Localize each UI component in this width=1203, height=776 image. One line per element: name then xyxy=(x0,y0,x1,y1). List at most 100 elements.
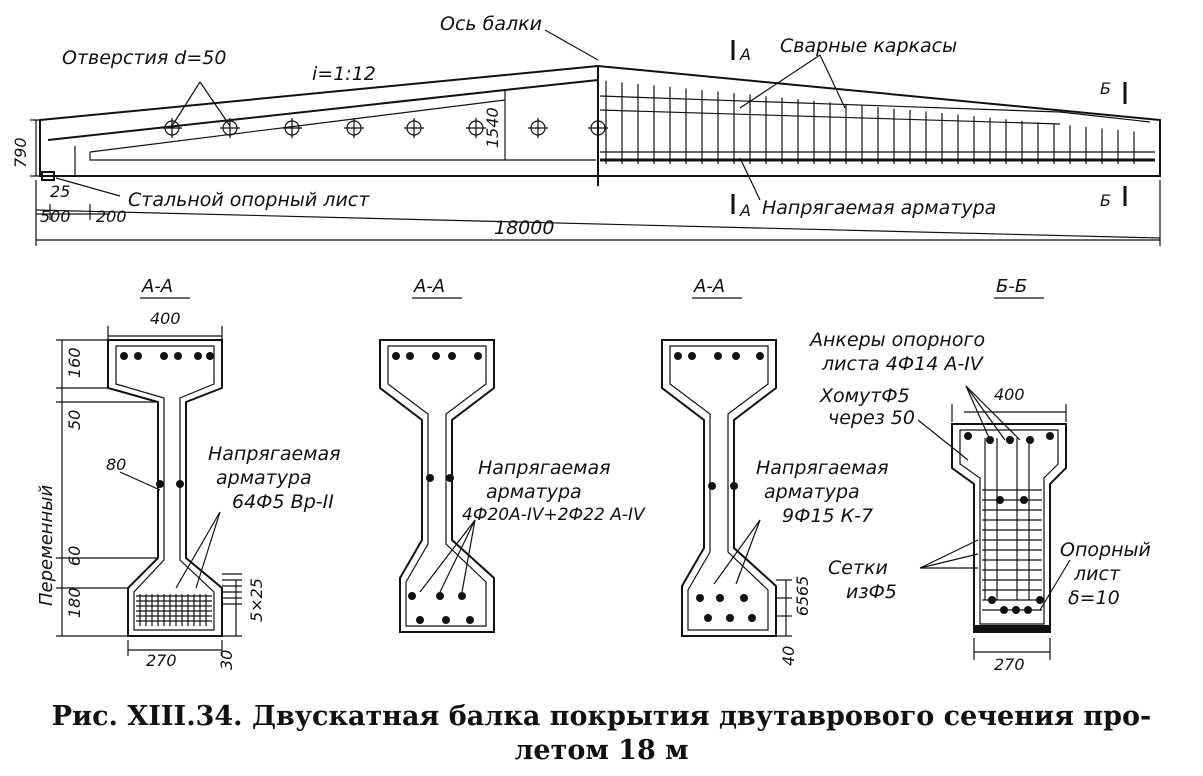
section-1-d60: 60 xyxy=(65,546,84,566)
section-4-anchors-2: листа 4Ф14 А-IV xyxy=(821,353,985,375)
strand xyxy=(696,594,704,602)
rebar-bar xyxy=(174,352,182,360)
section-1-d50: 50 xyxy=(65,410,84,430)
anchor-bar xyxy=(1024,606,1032,614)
section-3-title: А-А xyxy=(693,276,725,297)
rebar-bar xyxy=(134,352,142,360)
slope-label: i=1:12 xyxy=(312,63,376,85)
cut-b-top: Б xyxy=(1100,79,1111,98)
strand xyxy=(716,594,724,602)
rebar-bar xyxy=(176,480,184,488)
rebar-bar xyxy=(466,616,474,624)
section-4-plate-2: лист xyxy=(1073,563,1121,585)
section-2: А-А Напрягаемая арматура 4Ф20А-IV+2Ф22 А… xyxy=(379,276,646,633)
anchor-bar xyxy=(1026,436,1034,444)
rebar-bar xyxy=(446,474,454,482)
rebar-bar xyxy=(120,352,128,360)
section-4-title: Б-Б xyxy=(996,276,1027,297)
section-1-width-bottom: 270 xyxy=(146,651,177,670)
rebar-bar xyxy=(448,352,456,360)
caption-line-1: Рис. XIII.34. Двускатная балка покрытия … xyxy=(51,701,1152,732)
strand xyxy=(674,352,682,360)
figure-caption: Рис. XIII.34. Двускатная балка покрытия … xyxy=(0,700,1203,768)
section-3-rebar-2: арматура xyxy=(764,481,860,503)
rebar-bar xyxy=(156,480,164,488)
strand xyxy=(704,614,712,622)
section-1-variable: Переменный xyxy=(36,484,57,606)
section-4-anchors-1: Анкеры опорного xyxy=(808,329,985,351)
section-1-rebar-1: Напрягаемая xyxy=(208,443,341,465)
section-4-mesh xyxy=(964,432,1054,614)
strand xyxy=(756,352,764,360)
anchor-bar xyxy=(1000,606,1008,614)
cut-b-bottom: Б xyxy=(1100,191,1111,210)
rebar-bar xyxy=(442,616,450,624)
section-1-title: А-А xyxy=(141,276,173,297)
section-2-bars xyxy=(392,352,482,624)
strand xyxy=(730,482,738,490)
strand xyxy=(708,482,716,490)
section-1-width-top: 400 xyxy=(150,309,181,328)
rebar-bar xyxy=(458,592,466,600)
anchor-bar xyxy=(1012,606,1020,614)
section-4-stirrup-1: ХомутФ5 xyxy=(819,385,910,407)
strand xyxy=(714,352,722,360)
section-1-bars xyxy=(120,352,214,488)
anchor-bar xyxy=(996,496,1004,504)
anchor-bar xyxy=(1036,596,1044,604)
section-3-d65a: 65 xyxy=(793,576,812,596)
cut-a-bottom: A xyxy=(739,201,751,220)
section-3-d40: 40 xyxy=(779,646,798,666)
strand xyxy=(748,614,756,622)
section-2-title: А-А xyxy=(413,276,445,297)
beam-elevation: Отверстия d=50 i=1:12 Ось балки Сварные … xyxy=(11,13,1161,246)
section-1-rebar-3: 64Ф5 Вр-II xyxy=(232,491,334,513)
section-3-d65b: 65 xyxy=(793,596,812,616)
dim-25: 25 xyxy=(50,182,70,201)
section-1-wires xyxy=(136,594,212,626)
rebar-bar xyxy=(408,592,416,600)
section-3: А-А Напрягаемая арматура 9Ф15 К-7 65 65 … xyxy=(661,276,889,666)
section-4-width-top: 400 xyxy=(994,385,1025,404)
axis-label: Ось балки xyxy=(440,13,542,35)
dim-span: 18000 xyxy=(494,217,554,239)
section-1-d30: 30 xyxy=(217,650,236,670)
section-2-rebar-1: Напрягаемая xyxy=(478,457,611,479)
holes-label: Отверстия d=50 xyxy=(62,47,226,69)
anchor-bar xyxy=(1020,496,1028,504)
rebar-bar xyxy=(436,592,444,600)
section-4: Б-Б Анкеры опорного листа 4Ф14 А-IV Хому… xyxy=(808,276,1151,674)
section-3-strands xyxy=(674,352,764,622)
prestressed-label: Напрягаемая арматура xyxy=(762,197,996,219)
section-4-mesh-1: Сетки xyxy=(828,557,888,579)
strand xyxy=(740,594,748,602)
section-3-rebar-1: Напрягаемая xyxy=(756,457,889,479)
section-1-d160: 160 xyxy=(65,347,84,378)
anchor-bar xyxy=(1006,436,1014,444)
strand xyxy=(726,614,734,622)
anchor-bar xyxy=(964,432,972,440)
rebar-bar xyxy=(194,352,202,360)
rebar-bar xyxy=(474,352,482,360)
rebar-bar xyxy=(206,352,214,360)
section-4-plate-3: δ=10 xyxy=(1068,587,1120,609)
section-1-rebar-2: арматура xyxy=(216,467,312,489)
strand xyxy=(732,352,740,360)
caption-line-2: летом 18 м xyxy=(514,735,689,766)
dim-500: 500 xyxy=(40,207,71,226)
anchor-bar xyxy=(988,596,996,604)
section-1-d5x25: 5×25 xyxy=(247,578,266,622)
cut-a-top: A xyxy=(739,45,751,64)
section-1-d180: 180 xyxy=(65,587,84,618)
section-4-mesh-2: изФ5 xyxy=(846,581,897,603)
section-1-d80: 80 xyxy=(106,455,126,474)
rebar-bar xyxy=(392,352,400,360)
dim-height-mid: 1540 xyxy=(483,107,502,148)
section-2-rebar-2: арматура xyxy=(486,481,582,503)
strand xyxy=(688,352,696,360)
rebar-bar xyxy=(432,352,440,360)
section-4-plate-1: Опорный xyxy=(1060,539,1151,561)
rebar-bar xyxy=(406,352,414,360)
section-1: А-А 400 160 50 Переменный 80 6 xyxy=(36,276,341,670)
